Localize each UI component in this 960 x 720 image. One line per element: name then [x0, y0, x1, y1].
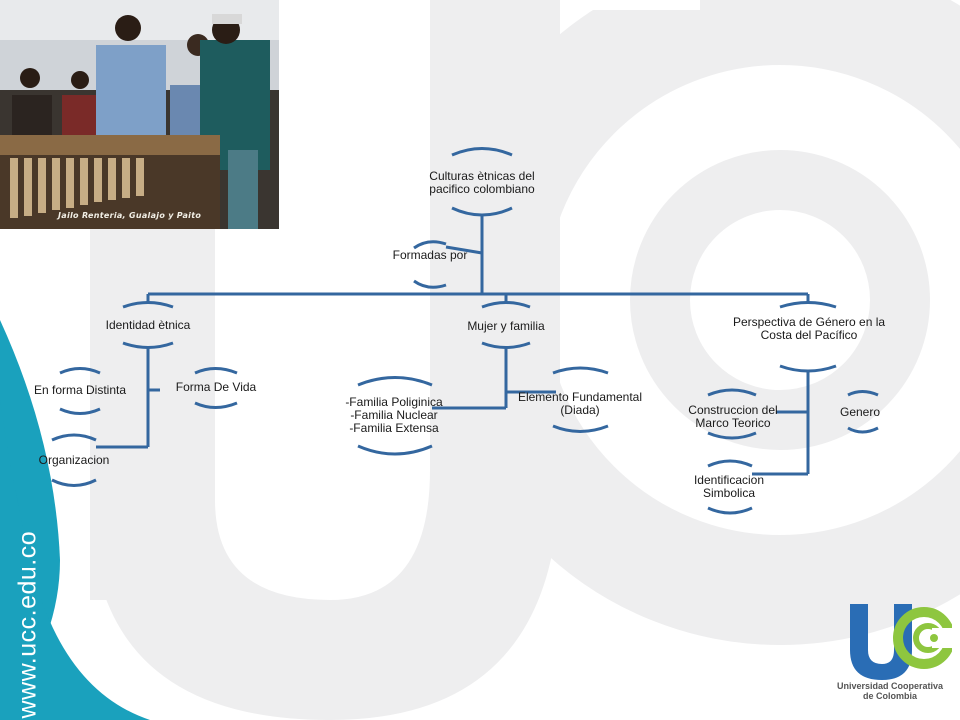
logo-line-2: de Colombia: [862, 691, 917, 701]
root-node-label: Culturas ètnicas del pacifico colombiano: [429, 169, 535, 196]
branch-mujer-familia-label: Mujer y familia: [467, 319, 545, 333]
node-elemento-fundamental: Elemento Fundamental (Diada): [517, 390, 643, 417]
photo-caption: Jailo Renteria, Gualajo y Paito: [58, 211, 202, 220]
logo-line-1: Universidad Cooperativa: [836, 681, 944, 691]
website-url: www.ucc.edu.co: [13, 530, 42, 719]
node-familia-tipos: -Familia Poliginica -Familia Nuclear -Fa…: [345, 395, 443, 435]
node-construccion-marco: Construccion del Marco Teorico: [688, 403, 778, 430]
ucc-logo-icon: [850, 604, 952, 680]
node-genero: Genero: [839, 405, 881, 419]
logo-wordmark: Universidad Cooperativa de Colombia: [826, 681, 954, 701]
branch-perspectiva-label: Perspectiva de Género en la Costa del Pa…: [732, 315, 886, 342]
musicians-photo: Jailo Renteria, Gualajo y Paito: [0, 0, 279, 229]
node-en-forma-distinta: En forma Distinta: [33, 383, 127, 397]
node-organizacion: Organizacion: [38, 453, 110, 467]
node-identificacion-simbolica: Identificacion Simbolica: [693, 473, 765, 500]
node-forma-de-vida: Forma De Vida: [175, 380, 257, 394]
branch-identidad-label: Identidad ètnica: [105, 318, 191, 332]
connector-label: Formadas por: [392, 248, 468, 262]
